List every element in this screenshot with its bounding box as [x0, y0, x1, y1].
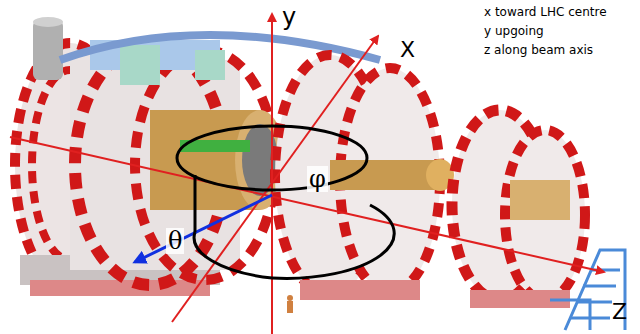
- axis-label: Z: [612, 300, 627, 324]
- axis-note: y upgoing: [484, 25, 544, 38]
- axis-label: X: [400, 38, 415, 62]
- angle-label: θ: [166, 228, 184, 254]
- angle-label: φ: [307, 166, 328, 192]
- y-axis: [271, 14, 273, 334]
- axis-note: z along beam axis: [484, 44, 593, 57]
- axes: [10, 14, 604, 334]
- angle-arcs: [177, 126, 394, 278]
- right-endcap: [452, 110, 585, 308]
- axis-note: x toward LHC centre: [484, 6, 607, 19]
- person: [287, 295, 293, 313]
- z-axis: [10, 137, 604, 272]
- direction-vector: [135, 195, 272, 262]
- axis-label: y: [282, 4, 296, 30]
